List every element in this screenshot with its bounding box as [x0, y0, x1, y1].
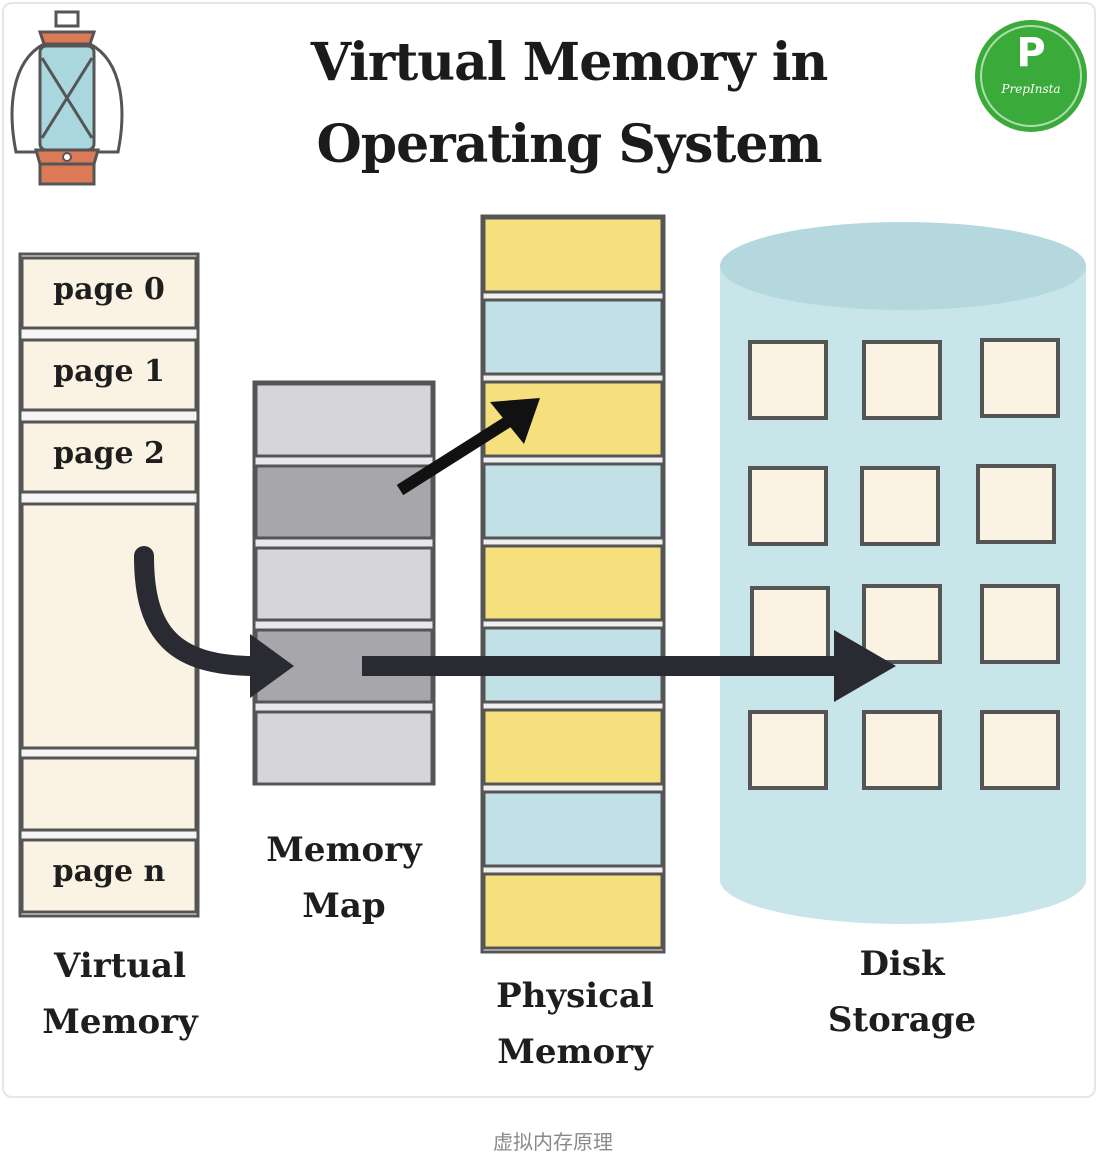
- virtual-memory-column: [18, 252, 200, 918]
- arrow-virtual-to-map: [134, 546, 294, 698]
- frame-7: [482, 708, 664, 786]
- frame-9: [482, 872, 664, 950]
- arrow-map-to-disk: [362, 630, 896, 702]
- frame-1: [482, 216, 664, 294]
- vm-page-0: [20, 256, 198, 330]
- page-n-label: page n: [52, 854, 166, 889]
- vm-page-2: [20, 420, 198, 494]
- diagram-canvas: [10, 10, 1087, 954]
- title-line-2: Operating System: [316, 114, 822, 175]
- disk-storage-label: Disk Storage: [802, 936, 1002, 1048]
- map-entry-2: [254, 464, 434, 540]
- physical-memory-label: Physical Memory: [470, 968, 680, 1080]
- map-entry-5: [254, 710, 434, 786]
- vm-page-n: [20, 838, 198, 914]
- disk-storage-label-line-1: Disk: [859, 944, 945, 984]
- disk-storage-label-line-2: Storage: [827, 1000, 977, 1040]
- page-1-label: page 1: [53, 354, 165, 389]
- virtual-memory-label: Virtual Memory: [20, 938, 220, 1050]
- vm-page-empty: [20, 756, 198, 832]
- page-0-label: page 0: [53, 272, 165, 307]
- map-entry-1: [254, 382, 434, 458]
- memory-map-label-line-2: Map: [302, 886, 386, 926]
- disk-blocks: [748, 338, 1060, 790]
- virtual-memory-label-line-2: Memory: [42, 1002, 198, 1042]
- vm-page-1: [20, 338, 198, 412]
- virtual-memory-label-line-1: Virtual: [54, 946, 186, 986]
- title-line-1: Virtual Memory in: [310, 32, 829, 93]
- memory-map-label: Memory Map: [244, 822, 444, 934]
- physical-memory-column: [480, 214, 666, 954]
- diagram-card: Virtual Memory in Operating System P Pre…: [2, 2, 1096, 1098]
- logo-text: PrepInsta: [1001, 82, 1061, 96]
- arrow-map-to-physical: [396, 398, 540, 496]
- page-2-label: page 2: [53, 436, 165, 471]
- frame-2: [482, 298, 664, 376]
- physical-memory-label-line-1: Physical: [496, 976, 654, 1016]
- frame-4: [482, 462, 664, 540]
- logo-letter: P: [1016, 30, 1046, 76]
- memory-map-column: [252, 380, 436, 786]
- image-caption: 虚拟内存原理: [493, 1130, 613, 1154]
- memory-map-label-line-1: Memory: [266, 830, 422, 870]
- lantern-icon: [10, 10, 124, 186]
- physical-memory-label-line-2: Memory: [497, 1032, 653, 1072]
- frame-8: [482, 790, 664, 868]
- frame-5: [482, 544, 664, 622]
- map-entry-3: [254, 546, 434, 622]
- diagram-title: Virtual Memory in Operating System: [254, 22, 884, 186]
- prepinsta-logo-icon: [975, 20, 1087, 132]
- disk-storage-cylinder: [720, 222, 1086, 924]
